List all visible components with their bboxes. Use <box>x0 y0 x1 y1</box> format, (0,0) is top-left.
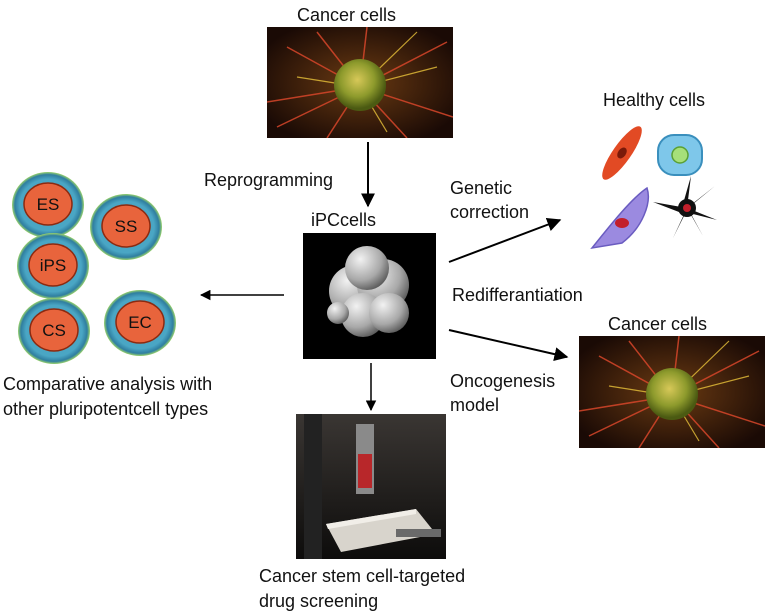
cell-ips: iPS <box>17 233 89 299</box>
ipc-cells-label: iPCcells <box>311 210 377 230</box>
cell-es: ES <box>12 172 84 238</box>
oncogenesis-model-label-line1: Oncogenesis <box>450 371 556 391</box>
cancer-cells-top-label: Cancer cells <box>297 5 397 25</box>
arrow-oncogenesis-model <box>448 329 569 362</box>
svg-text:CS: CS <box>42 321 66 340</box>
arrow-genetic-correction <box>448 217 562 263</box>
pluripotent-cell-types-cluster: ES SS iPS CS EC <box>8 170 188 370</box>
svg-text:iPS: iPS <box>40 256 66 275</box>
comparative-analysis-label-line2: other pluripotentcell types <box>3 399 209 419</box>
redifferentiation-label: Redifferantiation <box>452 285 583 305</box>
drug-screening-image <box>296 414 446 559</box>
svg-text:ES: ES <box>37 195 60 214</box>
ipc-cells-image <box>303 233 436 359</box>
cell-cs: CS <box>18 298 90 364</box>
drug-screening-label-line1: Cancer stem cell-targeted <box>259 566 466 586</box>
healthy-cells-label: Healthy cells <box>603 90 706 110</box>
cancer-cell-image-right <box>579 336 765 448</box>
drug-screening-label-line2: drug screening <box>259 591 379 611</box>
cell-ss: SS <box>90 194 162 260</box>
svg-text:EC: EC <box>128 313 152 332</box>
svg-text:SS: SS <box>115 217 138 236</box>
cancer-cells-right-label: Cancer cells <box>608 314 708 334</box>
oncogenesis-model-label-line2: model <box>450 395 500 415</box>
reprogramming-label: Reprogramming <box>204 170 334 190</box>
genetic-correction-label-line1: Genetic <box>450 178 513 198</box>
healthy-cells-illustration <box>582 113 732 258</box>
genetic-correction-label-line2: correction <box>450 202 530 222</box>
cancer-cell-image-top <box>267 27 453 138</box>
cell-ec: EC <box>104 290 176 356</box>
comparative-analysis-label-line1: Comparative analysis with <box>3 374 213 394</box>
